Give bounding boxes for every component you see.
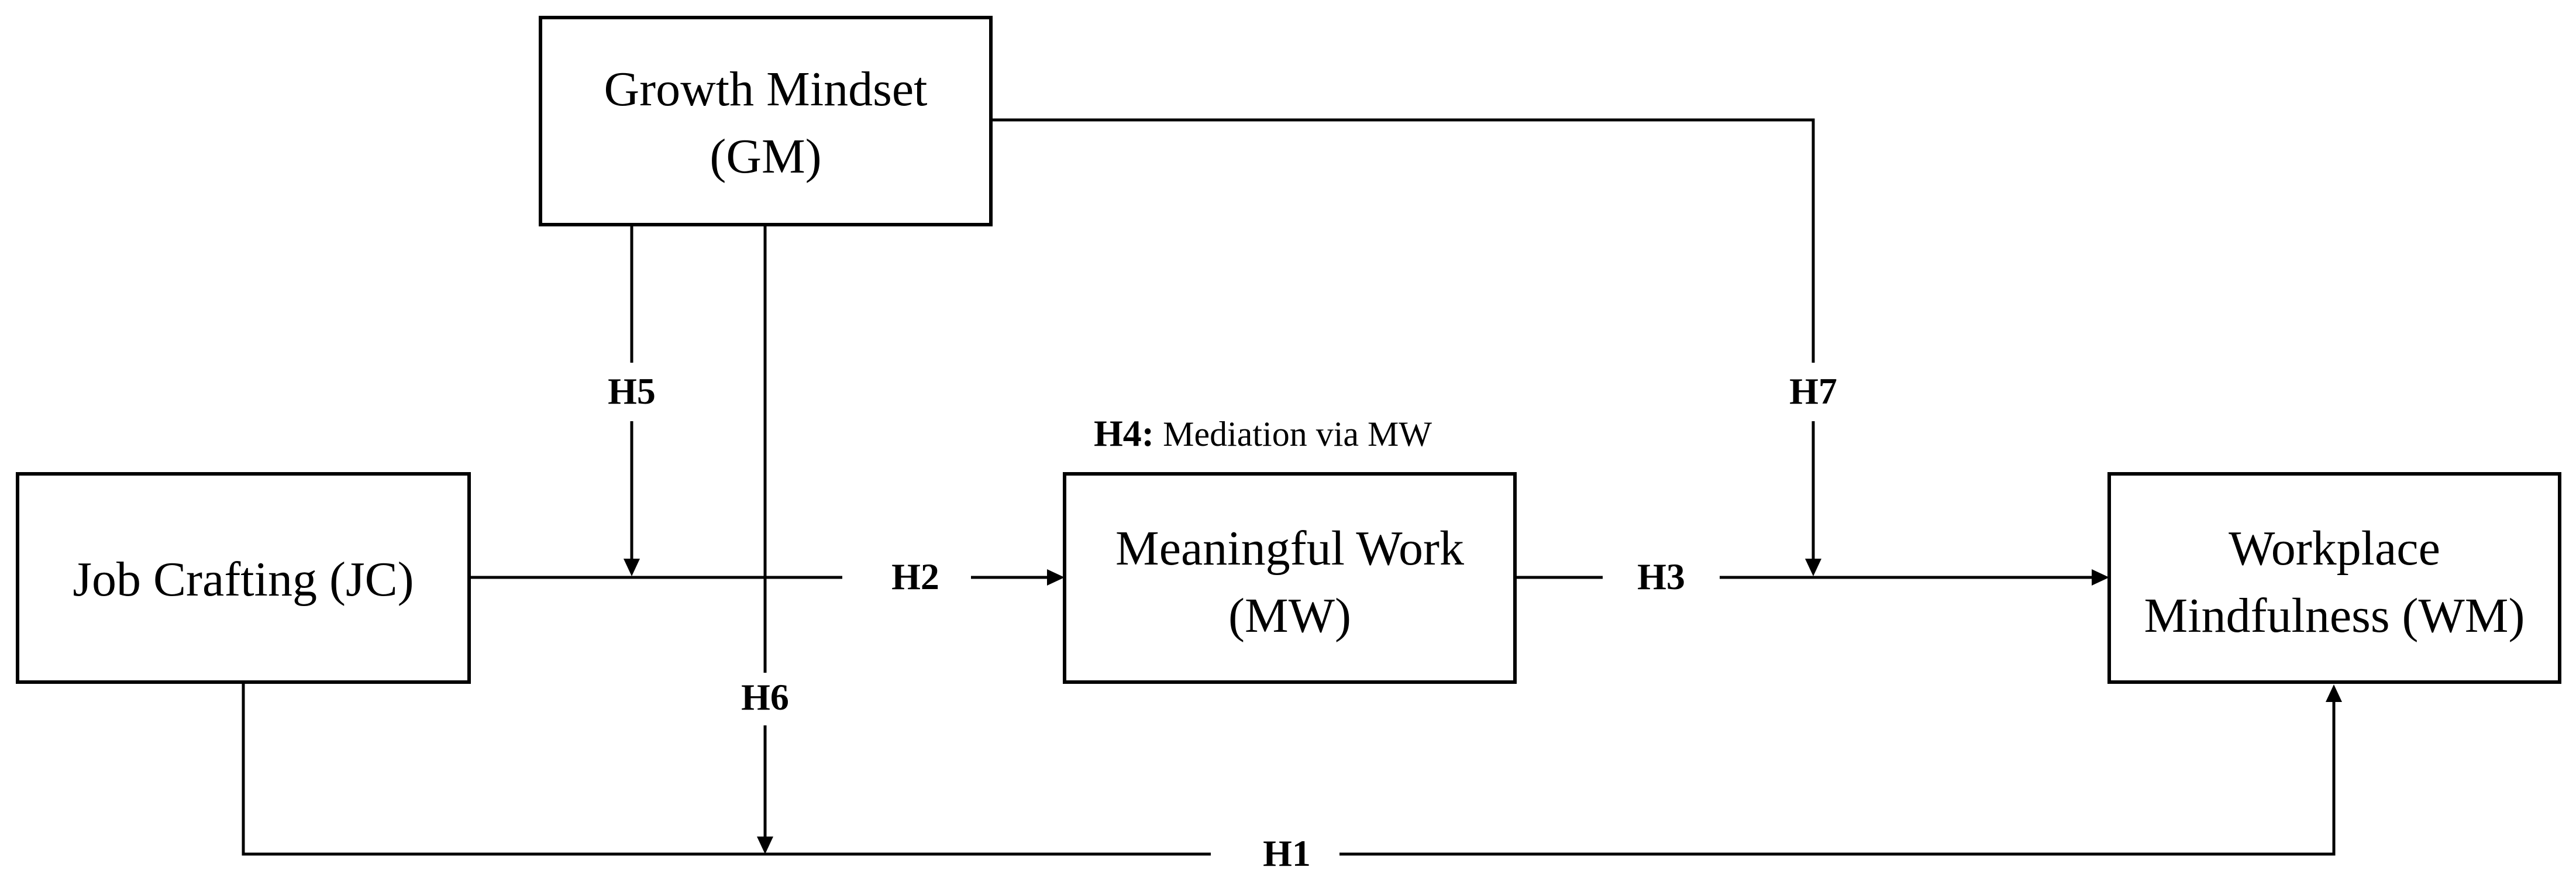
arrowhead-h5 xyxy=(624,559,640,576)
node-job-crafting-line1: Job Crafting (JC) xyxy=(73,552,414,607)
node-meaningful-work: Meaningful Work (MW) xyxy=(1063,472,1517,684)
edge-gm-moderates-h7-top xyxy=(991,118,1815,363)
node-growth-mindset-line1: Growth Mindset xyxy=(604,62,928,116)
node-meaningful-work-line2: (MW) xyxy=(1228,589,1351,643)
hypothesis-label-h1: H1 xyxy=(1263,832,1311,874)
node-workplace-mindfulness-line1: Workplace xyxy=(2229,521,2440,576)
node-meaningful-work-line1: Meaningful Work xyxy=(1115,521,1464,576)
node-job-crafting: Job Crafting (JC) xyxy=(16,472,471,684)
hypothesis-label-h3: H3 xyxy=(1637,556,1685,597)
edge-jc-to-wm-left xyxy=(242,682,1211,856)
hypothesis-label-h2: H2 xyxy=(891,556,939,597)
node-workplace-mindfulness: Workplace Mindfulness (WM) xyxy=(2107,472,2561,684)
arrowhead-jc-to-wm xyxy=(2326,684,2342,702)
arrowhead-jc-to-mw xyxy=(1047,569,1065,586)
hypothesis-label-h7: H7 xyxy=(1789,370,1837,412)
hypothesis-label-h6: H6 xyxy=(741,676,789,718)
node-growth-mindset-line2: (GM) xyxy=(710,129,821,184)
mediation-annotation-label: H4: xyxy=(1094,412,1154,454)
arrowhead-h6 xyxy=(757,837,773,854)
node-workplace-mindfulness-line2: Mindfulness (WM) xyxy=(2144,589,2525,643)
mediation-annotation-text: Mediation via MW xyxy=(1154,415,1432,453)
hypothesis-label-h5: H5 xyxy=(608,370,656,412)
arrowhead-h7 xyxy=(1805,559,1821,576)
mediation-annotation: H4: Mediation via MW xyxy=(1094,412,1432,454)
arrowhead-mw-to-wm xyxy=(2092,569,2109,586)
node-growth-mindset: Growth Mindset (GM) xyxy=(539,16,993,226)
edge-jc-to-wm-right xyxy=(1339,701,2336,856)
